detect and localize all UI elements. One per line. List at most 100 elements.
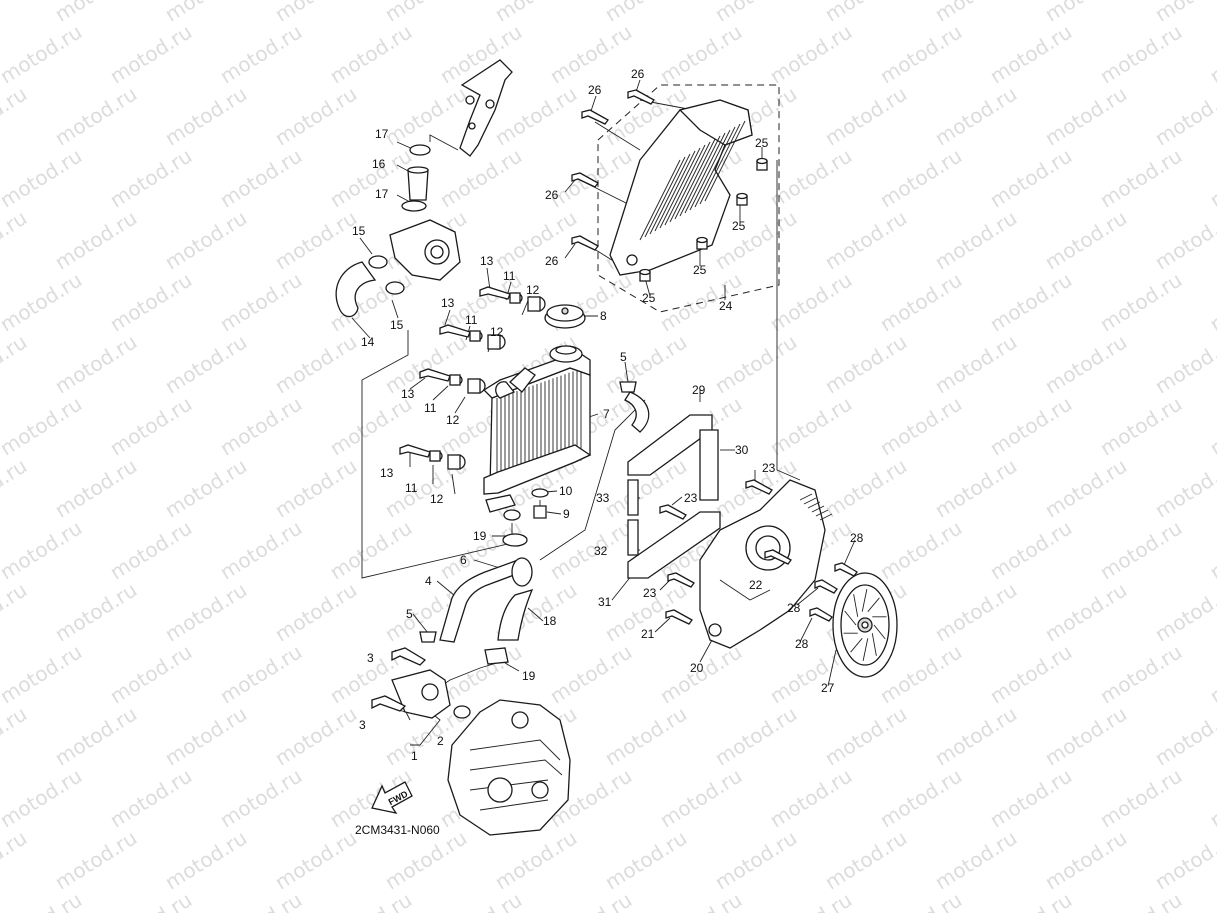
fan-hardware (809, 562, 858, 622)
hose-clamp-5b (419, 631, 437, 643)
callout-28c: 28 (795, 637, 809, 651)
leader-lines (351, 79, 856, 746)
callout-32: 32 (594, 544, 608, 558)
callout-28b: 28 (787, 601, 801, 615)
hose-14 (335, 261, 377, 318)
callout-25d: 25 (642, 291, 656, 305)
callout-13c: 13 (401, 387, 415, 401)
radiator-mount-hardware (399, 286, 546, 470)
cooling-fan-27 (832, 572, 898, 678)
callout-19b: 19 (522, 669, 536, 683)
seal-31 (627, 511, 721, 579)
o-ring-6 (511, 557, 533, 587)
callout-15a: 15 (352, 224, 366, 238)
callout-13d: 13 (380, 466, 394, 480)
callout-5b: 5 (406, 607, 413, 621)
hose-clamp-17 (409, 144, 431, 156)
radiator (482, 345, 592, 521)
seal-strips (627, 414, 721, 579)
callout-25a: 25 (755, 136, 769, 150)
callout-26a: 26 (631, 67, 645, 81)
callout-22: 22 (749, 578, 763, 592)
callout-30: 30 (735, 443, 749, 457)
callout-3b: 3 (359, 718, 366, 732)
callout-23c: 23 (643, 586, 657, 600)
callout-17b: 17 (375, 187, 389, 201)
seal-33 (627, 479, 639, 516)
shroud-grille (639, 120, 746, 241)
seal-30 (699, 429, 719, 501)
callout-12d: 12 (430, 492, 444, 506)
callout-8: 8 (600, 309, 607, 323)
callout-25c: 25 (693, 263, 707, 277)
callout-9: 9 (563, 507, 570, 521)
callout-27: 27 (821, 681, 835, 695)
callout-17a: 17 (375, 127, 389, 141)
shroud-hardware (571, 89, 768, 282)
callout-6: 6 (460, 553, 467, 567)
callout-12b: 12 (490, 325, 504, 339)
callout-11b: 11 (465, 313, 478, 327)
callout-13b: 13 (441, 296, 455, 310)
callout-5a: 5 (620, 350, 627, 364)
engine-block (447, 699, 571, 836)
hose-clamp-17b (401, 200, 427, 212)
callout-4: 4 (425, 574, 432, 588)
hose-16 (407, 169, 429, 201)
o-ring-2 (453, 705, 471, 719)
callout-33: 33 (596, 491, 610, 505)
bolt-3a (391, 647, 427, 666)
hose-clamp-19b (484, 647, 509, 665)
callout-3a: 3 (367, 651, 374, 665)
callout-2: 2 (437, 734, 444, 748)
fan-bracket-20 (699, 479, 833, 649)
forward-arrow: FWD (371, 781, 413, 814)
fan-shroud (609, 99, 753, 276)
callout-23b: 23 (684, 491, 698, 505)
callout-18: 18 (543, 614, 557, 628)
callout-16: 16 (372, 157, 386, 171)
pipe-joint-1 (391, 669, 451, 719)
hose-18 (497, 588, 534, 641)
radiator-cap (544, 304, 586, 329)
seal-32 (627, 519, 639, 556)
callout-26b: 26 (588, 83, 602, 97)
outlet-hose (624, 391, 650, 433)
shroud-assembly-outline (597, 84, 780, 313)
callout-7: 7 (603, 407, 610, 421)
hose-clamp-5 (619, 381, 637, 393)
callout-13a: 13 (480, 254, 494, 268)
callout-29: 29 (692, 383, 706, 397)
callout-19a: 19 (473, 529, 487, 543)
callout-26d: 26 (545, 254, 559, 268)
callout-26c: 26 (545, 188, 559, 202)
hose-clamp-15 (368, 255, 388, 269)
callout-11d: 11 (405, 481, 418, 495)
bolt-3b (371, 695, 407, 712)
callout-10: 10 (559, 484, 573, 498)
hose-clamp-19 (502, 533, 528, 547)
callout-25b: 25 (732, 219, 746, 233)
callout-28a: 28 (850, 531, 864, 545)
callout-23a: 23 (762, 461, 776, 475)
callout-11a: 11 (503, 269, 516, 283)
bracket-hardware (659, 479, 792, 625)
drain-bolt-9 (533, 505, 547, 519)
upper-hose-group (335, 59, 513, 318)
washer-10 (531, 488, 549, 498)
callout-15b: 15 (390, 318, 404, 332)
callout-1: 1 (411, 749, 418, 763)
hose-clamp-15b (385, 281, 405, 295)
callout-21: 21 (641, 627, 655, 641)
callout-12a: 12 (526, 283, 540, 297)
callout-24: 24 (719, 299, 733, 313)
diagram-code: 2CM3431-N060 (355, 823, 440, 837)
callout-20: 20 (690, 661, 704, 675)
callout-14: 14 (361, 335, 375, 349)
callout-11c: 11 (424, 401, 437, 415)
callout-31: 31 (598, 595, 612, 609)
callout-labels: 1 2 3 3 4 5 5 6 7 8 9 10 11 11 11 11 12 … (352, 67, 864, 763)
callout-12c: 12 (446, 413, 460, 427)
